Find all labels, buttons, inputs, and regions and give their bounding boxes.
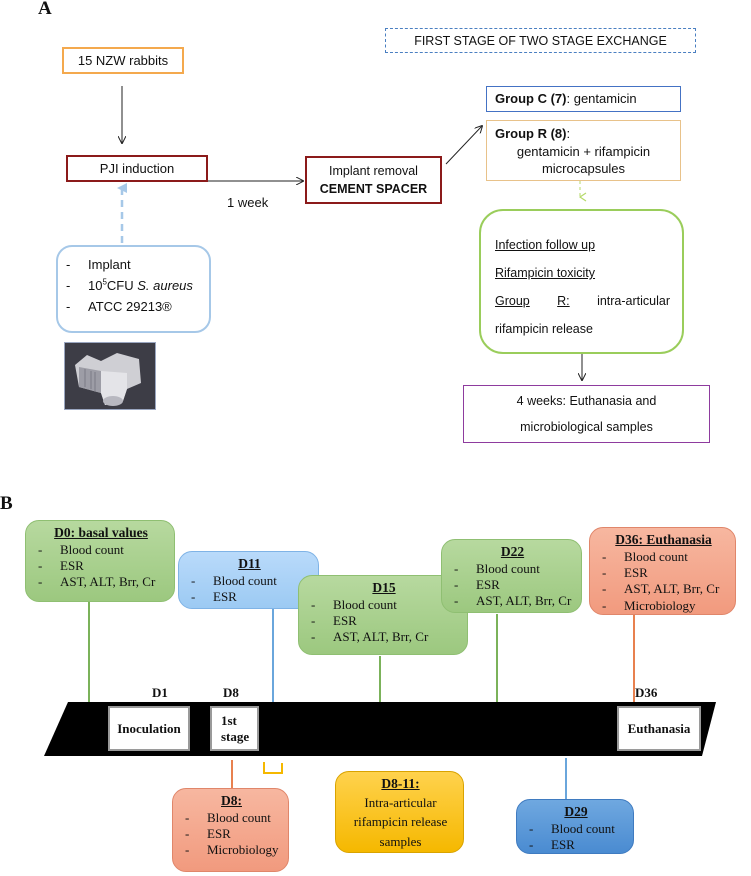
d22-item: Blood count — [450, 561, 575, 578]
panel-b-letter: B — [0, 493, 13, 514]
stage-title-box: FIRST STAGE OF TWO STAGE EXCHANGE — [385, 28, 696, 53]
implant-removal-box: Implant removal CEMENT SPACER — [305, 156, 442, 204]
d811-callout: D8-11: Intra-articular rifampicin releas… — [335, 771, 464, 853]
implant-box: Implant 105CFU S. aureus ATCC 29213® — [56, 245, 211, 333]
first-stage-label-1: 1st — [221, 713, 237, 728]
d8-item: Microbiology — [181, 842, 282, 859]
implant-item-3: ATCC 29213® — [62, 297, 205, 318]
group-r-bold: Group R (8) — [495, 126, 567, 141]
d22-item: ESR — [450, 577, 575, 594]
followup-line2: Rifampicin toxicity — [495, 266, 596, 280]
implant-item-1: Implant — [62, 255, 205, 276]
d22-item: AST, ALT, Brr, Cr — [450, 593, 575, 610]
stage-title: FIRST STAGE OF TWO STAGE EXCHANGE — [414, 33, 667, 48]
arrow-removal-to-groups — [445, 126, 482, 165]
panel-a-letter: A — [38, 0, 52, 19]
euthanasia-stage-box: Euthanasia — [617, 706, 701, 751]
d36-item: Microbiology — [598, 598, 729, 615]
group-r-colon: : — [566, 126, 571, 141]
group-r-line3: microcapsules — [541, 161, 626, 177]
d36-title: D36: Euthanasia — [615, 532, 712, 547]
d811-line2: rifampicin release — [353, 814, 448, 830]
followup-box: Infection follow up Rifampicin toxicity … — [479, 209, 684, 354]
group-r-box: Group R (8): gentamicin + rifampicin mic… — [486, 120, 681, 181]
rabbits-label: 15 NZW rabbits — [77, 53, 169, 68]
d0-item: ESR — [34, 558, 168, 575]
d15-callout: D15 Blood count ESR AST, ALT, Brr, Cr — [298, 575, 468, 655]
implant-render — [75, 353, 141, 406]
day-label-d36: D36 — [635, 685, 658, 700]
d8-callout: D8: Blood count ESR Microbiology — [172, 788, 289, 872]
d8-item: Blood count — [181, 810, 282, 827]
euth-line2: microbiological samples — [520, 420, 653, 434]
inoculation-label: Inoculation — [117, 720, 181, 736]
removal-line1: Implant removal — [329, 163, 418, 178]
d36-item: AST, ALT, Brr, Cr — [598, 581, 729, 598]
d8-title: D8: — [221, 793, 242, 808]
group-r-line2: gentamicin + rifampicin — [516, 143, 651, 159]
d15-title: D15 — [372, 580, 396, 595]
d0-item: AST, ALT, Brr, Cr — [34, 574, 168, 591]
d811-line1: Intra-articular — [364, 794, 437, 810]
d11-title: D11 — [238, 556, 261, 571]
d15-item: Blood count — [307, 597, 461, 614]
d36-item: Blood count — [598, 549, 729, 566]
d15-item: AST, ALT, Brr, Cr — [307, 629, 461, 646]
panel-a-connectors — [117, 86, 587, 460]
euthanasia-label: Euthanasia — [627, 720, 691, 736]
d811-connector — [263, 762, 283, 774]
d29-callout: D29 Blood count ESR — [516, 799, 634, 854]
group-c-box: Group C (7): gentamicin — [486, 86, 681, 112]
week-label: 1 week — [227, 195, 269, 210]
d8-item: ESR — [181, 826, 282, 843]
d36-callout: D36: Euthanasia Blood count ESR AST, ALT… — [589, 527, 736, 615]
group-c-rest: : gentamicin — [566, 91, 637, 106]
followup-line4: rifampicin release — [495, 322, 593, 336]
d11-item: Blood count — [187, 573, 312, 590]
first-stage-label-2: stage — [221, 728, 250, 744]
implant-item-2: 105CFU S. aureus — [62, 276, 205, 297]
d22-title: D22 — [500, 544, 525, 559]
d811-line3: samples — [379, 833, 422, 849]
pji-label: PJI induction — [99, 161, 175, 176]
d22-callout: D22 Blood count ESR AST, ALT, Brr, Cr — [441, 539, 582, 613]
followup-line1: Infection follow up — [495, 238, 596, 252]
group-c-bold: Group C (7) — [495, 91, 567, 106]
first-stage-box: 1st stage — [210, 706, 259, 751]
d36-item: ESR — [598, 565, 729, 582]
inoculation-box: Inoculation — [108, 706, 190, 751]
followup-line3: Group R: intra-articular — [495, 294, 670, 308]
day-label-d8: D8 — [223, 685, 239, 700]
d29-item: Blood count — [525, 821, 627, 838]
rabbits-box: 15 NZW rabbits — [62, 47, 184, 74]
d0-title: D0: basal values — [54, 525, 148, 540]
d29-item: ESR — [525, 837, 627, 854]
implant-image — [64, 342, 156, 410]
d0-item: Blood count — [34, 542, 168, 559]
day-label-d1: D1 — [152, 685, 168, 700]
d29-title: D29 — [564, 804, 588, 819]
d0-callout: D0: basal values Blood count ESR AST, AL… — [25, 520, 175, 602]
d11-item: ESR — [187, 589, 312, 606]
d15-item: ESR — [307, 613, 461, 630]
d811-title: D8-11: — [381, 776, 420, 791]
euthanasia-samples-box: 4 weeks: Euthanasia and microbiological … — [463, 385, 710, 443]
euth-line1: 4 weeks: Euthanasia and — [516, 394, 657, 408]
removal-line2: CEMENT SPACER — [319, 182, 428, 196]
pji-box: PJI induction — [66, 155, 208, 182]
